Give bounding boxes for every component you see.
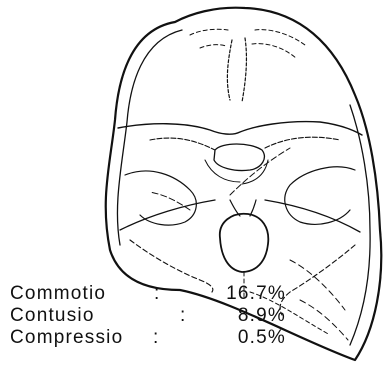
anterior-fossa-marks (190, 29, 305, 58)
crista-galli (227, 38, 246, 102)
stat-colon: : (180, 305, 186, 327)
stat-label: Compressio (10, 327, 123, 349)
stat-row-contusio: Contusio : 8.9% (10, 305, 310, 327)
injury-statistics: Commotio : 16.7% Contusio : 8.9% Compres… (10, 283, 310, 349)
middle-fossa-right (285, 167, 355, 225)
stat-row-commotio: Commotio : 16.7% (10, 283, 310, 305)
stat-label: Commotio (10, 283, 106, 305)
foramen-magnum (220, 214, 268, 272)
stat-value: 0.5% (206, 327, 286, 349)
middle-fossa-left (125, 171, 196, 225)
stat-row-compressio: Compressio : 0.5% (10, 327, 310, 349)
sphenoid-ridge (118, 122, 362, 135)
stat-colon: : (154, 283, 160, 305)
stat-value: 16.7% (206, 283, 286, 305)
stat-colon: : (153, 327, 159, 349)
lesser-wing (150, 137, 340, 150)
stat-value: 8.9% (206, 305, 286, 327)
sella-turcica (214, 144, 264, 171)
petrous-ridge-right (265, 200, 360, 232)
clinoid-marks (205, 160, 268, 184)
stat-label: Contusio (10, 305, 95, 327)
